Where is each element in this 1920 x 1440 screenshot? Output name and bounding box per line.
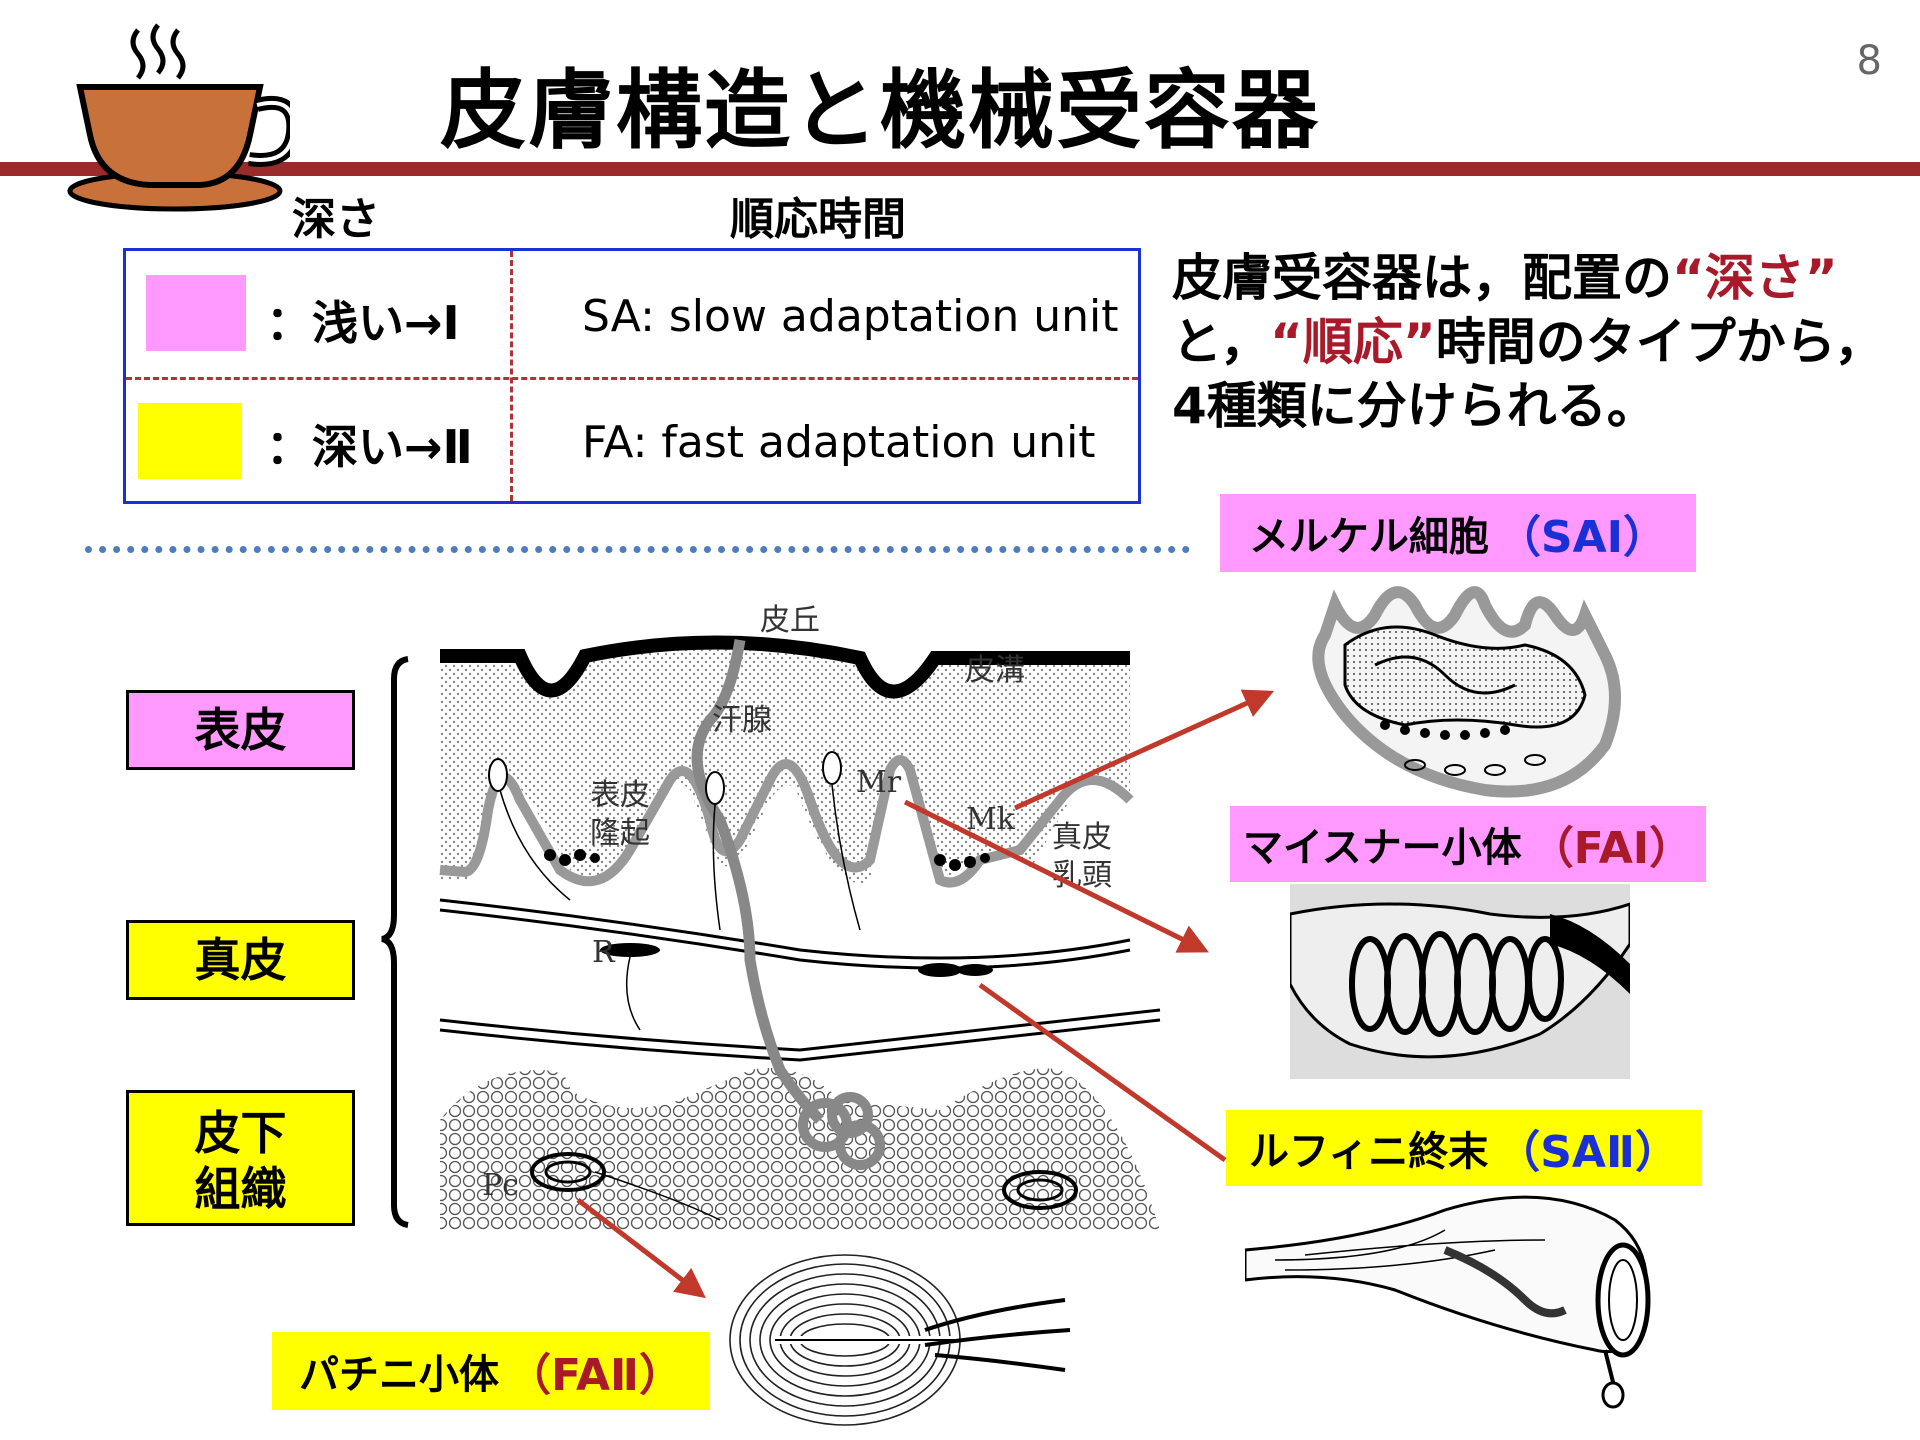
label-hikyu: 皮丘 [760,603,820,638]
swatch-shallow [146,275,246,351]
label-pacini: パチニ小体（FAⅡ） [272,1332,710,1410]
legend-adapt-fa: FA: fast adaptation unit [582,417,1096,468]
legend-depth-deep: ：深い→Ⅱ [266,420,473,474]
label-ruffini: ルフィニ終末（SAⅡ） [1226,1110,1702,1186]
description-line-1: 皮膚受容器は，配置の“深さ” [1172,249,1838,307]
label-hyohi-ryuki-1: 表皮 [590,778,650,813]
legend-horizontal-divider [126,377,1138,380]
legend-table: ：浅い→Ⅰ SA: slow adaptation unit ：深い→Ⅱ FA:… [123,248,1141,504]
label-meissner: マイスナー小体（FAⅠ） [1230,806,1706,882]
label-shinpi-nyuto-1: 真皮 [1052,820,1112,855]
ruffini-illustration [1245,1195,1651,1409]
label-r: R [592,935,615,970]
legend-depth-shallow: ：浅い→Ⅰ [266,296,460,350]
page-number: 8 [1856,38,1882,84]
label-pc: Pc [482,1168,519,1203]
description-text: 皮膚受容器は，配置の“深さ” と，“順応”時間のタイプから， 4種類に分けられる… [1172,246,1912,438]
label-mr: Mr [856,765,902,800]
layer-epidermis: 表皮 [126,690,355,770]
depth-header: 深さ [292,194,380,245]
label-merkel: メルケル細胞（SAⅠ） [1220,494,1696,572]
pacini-illustration [729,1254,1071,1426]
description-line-2: と，“順応”時間のタイプから， [1172,313,1885,371]
adapt-header: 順応時間 [730,194,906,245]
coffee-cup-icon [67,23,290,212]
header-rule [0,162,1920,176]
legend-vertical-divider [510,251,513,501]
layer-brace [381,656,409,1228]
label-kansen: 汗腺 [712,703,772,738]
label-mk: Mk [966,802,1015,837]
meissner-illustration [1290,884,1630,1079]
swatch-deep [138,403,242,479]
layer-dermis: 真皮 [126,920,355,1000]
label-hiko: 皮溝 [965,653,1025,688]
section-divider [85,546,1190,553]
skin-diagram [439,635,1161,1230]
label-hyohi-ryuki-2: 隆起 [590,816,650,851]
merkel-illustration [1312,586,1621,798]
description-line-3: 4種類に分けられる。 [1172,377,1657,435]
layer-subcutis: 皮下 組織 [126,1090,355,1226]
legend-adapt-sa: SA: slow adaptation unit [582,291,1119,342]
slide-title: 皮膚構造と機械受容器 [440,61,1320,161]
